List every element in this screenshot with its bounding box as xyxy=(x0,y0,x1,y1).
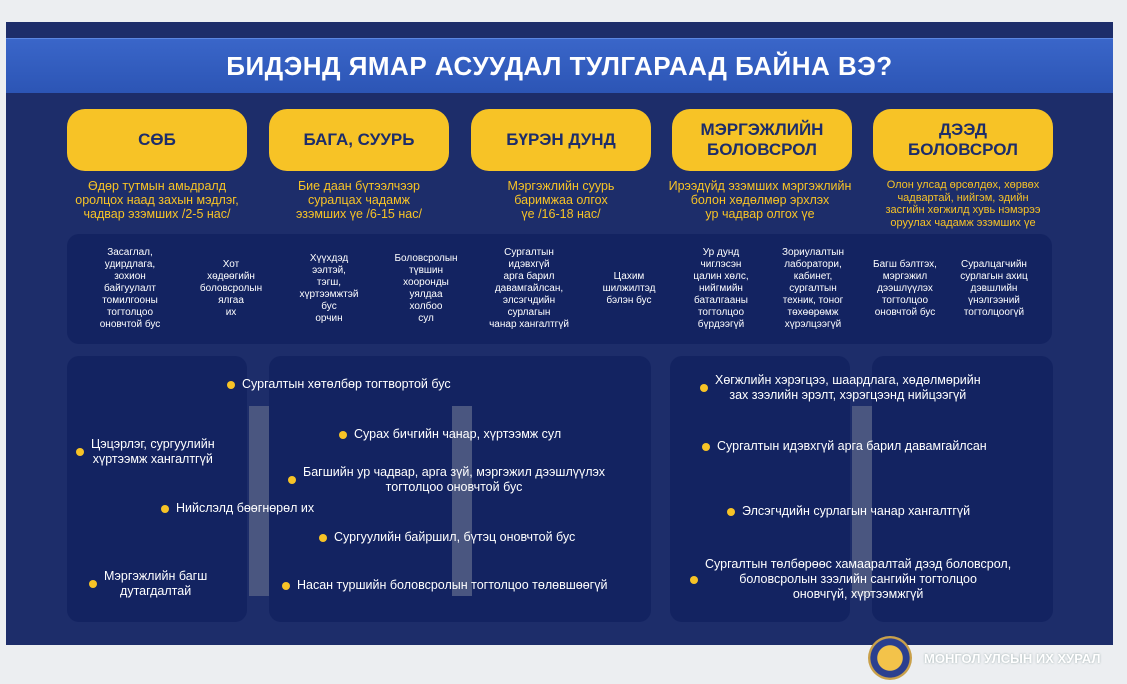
level-description: Өдөр тутмын амьдралд оролцох наад захын … xyxy=(75,179,239,221)
level-badge-primary: БАГА, СУУРЬ xyxy=(269,109,449,171)
level-label: СӨБ xyxy=(138,130,176,149)
level-badge-higher: ДЭЭД БОЛОВСРОЛ xyxy=(873,109,1053,171)
panel-divider xyxy=(249,406,269,596)
slide: БИДЭНД ЯМАР АСУУДАЛ ТУЛГАРААД БАЙНА ВЭ? … xyxy=(6,22,1113,645)
issue-panel-preschool xyxy=(67,356,247,622)
bullet-icon xyxy=(702,442,710,451)
issue-text: Хөгжлийн хэрэгцээ, шаардлага, хөдөлмөрий… xyxy=(715,373,981,402)
state-emblem-icon xyxy=(868,636,912,680)
factor-item: Ур дунд чиглэсэн цалин хөлс, нийгмийн ба… xyxy=(693,247,749,330)
factor-item: Багш бэлтгэх, мэргэжил дээшлүүлэх тогтол… xyxy=(873,259,937,318)
title-bar: БИДЭНД ЯМАР АСУУДАЛ ТУЛГАРААД БАЙНА ВЭ? xyxy=(6,38,1113,93)
issue-text: Сургалтын хөтөлбөр тогтвортой бус xyxy=(242,377,451,391)
factor-item: Сургалтын идэвхгүй арга барил давамгайлс… xyxy=(489,247,569,330)
issue-panel-higher xyxy=(872,356,1053,622)
panel-divider xyxy=(852,406,872,596)
issue-text: Цэцэрлэг, сургуулийн хүртээмж хангалтгүй xyxy=(91,437,215,466)
level-badge-vocational: МЭРГЭЖЛИЙН БОЛОВСРОЛ xyxy=(672,109,852,171)
factors-panel: Засаглал, удирдлага, зохион байгуулалт т… xyxy=(67,234,1052,344)
level-label: БҮРЭН ДУНД xyxy=(506,130,616,149)
issue-item: Сурах бичгийн чанар, хүртээмж сул xyxy=(339,427,561,442)
bullet-icon xyxy=(76,448,84,456)
bullet-icon xyxy=(288,476,296,484)
page-title: БИДЭНД ЯМАР АСУУДАЛ ТУЛГАРААД БАЙНА ВЭ? xyxy=(226,50,893,81)
factor-item: Засаглал, удирдлага, зохион байгуулалт т… xyxy=(99,247,161,330)
issue-text: Нийслэлд бөөгнөрөл их xyxy=(176,501,315,515)
level-label: БАГА, СУУРЬ xyxy=(303,130,415,149)
bullet-icon xyxy=(227,380,235,389)
factor-item: Боловсролын түвшин хооронды уялдаа холбо… xyxy=(394,253,458,324)
issue-item: Элсэгчдийн сурлагын чанар хангалтгүй xyxy=(727,504,970,519)
factor-item: Хүүхдэд ээлтэй, тэгш, хүртээмжтэй бус ор… xyxy=(299,253,359,324)
level-badge-secondary: БҮРЭН ДУНД xyxy=(471,109,651,171)
issue-item: Хөгжлийн хэрэгцээ, шаардлага, хөдөлмөрий… xyxy=(700,373,981,403)
issue-item: Багшийн ур чадвар, арга зүй, мэргэжил дэ… xyxy=(288,465,605,495)
issue-text: Насан туршийн боловсролын тогтолцоо төлө… xyxy=(297,578,608,592)
level-label: МЭРГЭЖЛИЙН БОЛОВСРОЛ xyxy=(700,120,824,159)
level-description: Мэргэжлийн суурь баримжаа олгох үе /16-1… xyxy=(507,179,615,221)
level-description: Ирээдүйд эзэмших мэргэжлийн болон хөдөлм… xyxy=(668,179,852,221)
level-label: ДЭЭД БОЛОВСРОЛ xyxy=(908,120,1018,159)
issue-item: Сургалтын идэвхгүй арга барил давамгайлс… xyxy=(702,439,987,454)
bullet-icon xyxy=(690,575,698,584)
issue-item: Насан туршийн боловсролын тогтолцоо төлө… xyxy=(282,578,607,593)
issue-text: Мэргэжлийн багш дутагдалтай xyxy=(104,569,208,598)
factor-item: Цахим шилжилтэд бэлэн бус xyxy=(602,271,656,306)
bullet-icon xyxy=(89,580,97,588)
issue-panel-vocational xyxy=(670,356,850,622)
level-badge-preschool: СӨБ xyxy=(67,109,247,171)
factor-item: Суралцагчийн сурлагын ахиц дэвшлийн үнэл… xyxy=(960,259,1028,318)
panel-divider xyxy=(452,406,472,596)
bullet-icon xyxy=(319,533,327,542)
bullet-icon xyxy=(161,504,169,513)
level-description: Олон улсад өрсөлдөх, хөрвөх чадвартай, н… xyxy=(885,179,1041,229)
bullet-icon xyxy=(339,430,347,439)
issue-item: Сургуулийн байршил, бүтэц оновчтой бус xyxy=(319,530,575,545)
issue-item: Нийслэлд бөөгнөрөл их xyxy=(161,501,314,516)
issue-text: Сургалтын идэвхгүй арга барил давамгайлс… xyxy=(717,439,987,453)
bullet-icon xyxy=(700,384,708,392)
footer: МОНГОЛ УЛСЫН ИХ ХУРАЛ xyxy=(868,636,1100,680)
factor-item: Зориулалтын лаборатори, кабинет, сургалт… xyxy=(781,247,845,330)
factor-item: Хот хөдөөгийн боловсролын ялгаа их xyxy=(199,259,263,318)
bullet-icon xyxy=(727,507,735,516)
level-description: Бие даан бүтээлчээр суралцах чадамж эзэм… xyxy=(296,179,422,221)
issue-item: Мэргэжлийн багш дутагдалтай xyxy=(89,569,207,599)
issue-item: Цэцэрлэг, сургуулийн хүртээмж хангалтгүй xyxy=(76,437,215,467)
bullet-icon xyxy=(282,581,290,590)
issue-item: Сургалтын төлбөрөөс хамааралтай дээд бол… xyxy=(690,557,1011,602)
issue-text: Багшийн ур чадвар, арга зүй, мэргэжил дэ… xyxy=(303,465,606,494)
issue-text: Сурах бичгийн чанар, хүртээмж сул xyxy=(354,427,562,441)
footer-organization: МОНГОЛ УЛСЫН ИХ ХУРАЛ xyxy=(924,650,1101,666)
issue-text: Сургалтын төлбөрөөс хамааралтай дээд бол… xyxy=(705,557,1012,601)
issue-text: Сургуулийн байршил, бүтэц оновчтой бус xyxy=(334,530,576,544)
issue-item: Сургалтын хөтөлбөр тогтвортой бус xyxy=(227,377,451,392)
issue-text: Элсэгчдийн сурлагын чанар хангалтгүй xyxy=(742,504,971,518)
